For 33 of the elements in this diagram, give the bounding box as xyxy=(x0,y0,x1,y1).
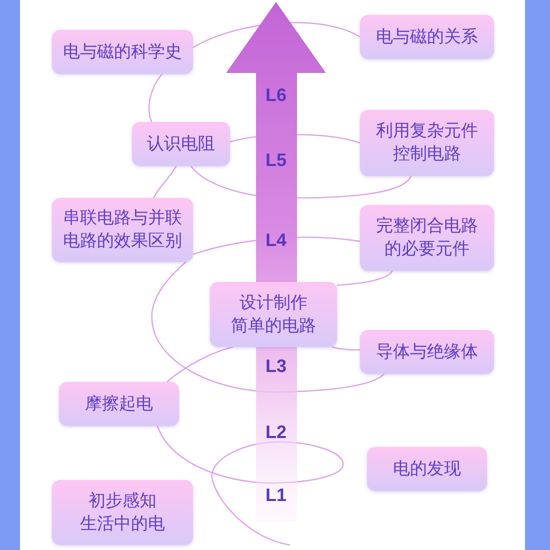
level-label: L5 xyxy=(266,150,286,170)
topic-box xyxy=(52,480,193,545)
topic-box xyxy=(132,122,230,166)
spiral-line xyxy=(336,270,393,286)
topic-box xyxy=(210,282,337,347)
spiral-line xyxy=(166,346,234,382)
topic-label: 摩擦起电 xyxy=(85,392,153,416)
topic-label: 电与磁的科学史 xyxy=(63,40,182,64)
topic-box xyxy=(360,15,494,59)
level-label: L6 xyxy=(266,85,286,105)
level-label: L2 xyxy=(266,422,286,442)
topic-box xyxy=(52,198,193,262)
topic-label: 认识电阻 xyxy=(147,132,215,156)
topic-label: 串联电路与并联电路的效果区别 xyxy=(63,207,182,253)
topic-box xyxy=(360,330,494,374)
topic-label: 设计制作简单的电路 xyxy=(231,292,316,338)
topic-box xyxy=(360,205,494,271)
topic-box xyxy=(360,110,494,176)
topic-label: 初步感知生活中的电 xyxy=(80,490,165,536)
level-label: L4 xyxy=(266,230,286,250)
topic-label: 电的发现 xyxy=(393,458,461,480)
topic-label: 完整闭合电路的必要元件 xyxy=(376,215,478,261)
level-label: L1 xyxy=(266,485,286,505)
spiral-line xyxy=(152,166,177,198)
topic-box xyxy=(367,447,487,491)
spiral-line xyxy=(332,346,360,351)
topic-label: 利用复杂元件控制电路 xyxy=(376,120,478,166)
topic-label: 导体与绝缘体 xyxy=(376,340,478,364)
topic-box xyxy=(59,382,179,426)
spiral-line xyxy=(148,74,162,122)
topic-box xyxy=(52,30,193,74)
level-label: L3 xyxy=(266,356,286,376)
topic-label: 电与磁的关系 xyxy=(376,26,478,48)
